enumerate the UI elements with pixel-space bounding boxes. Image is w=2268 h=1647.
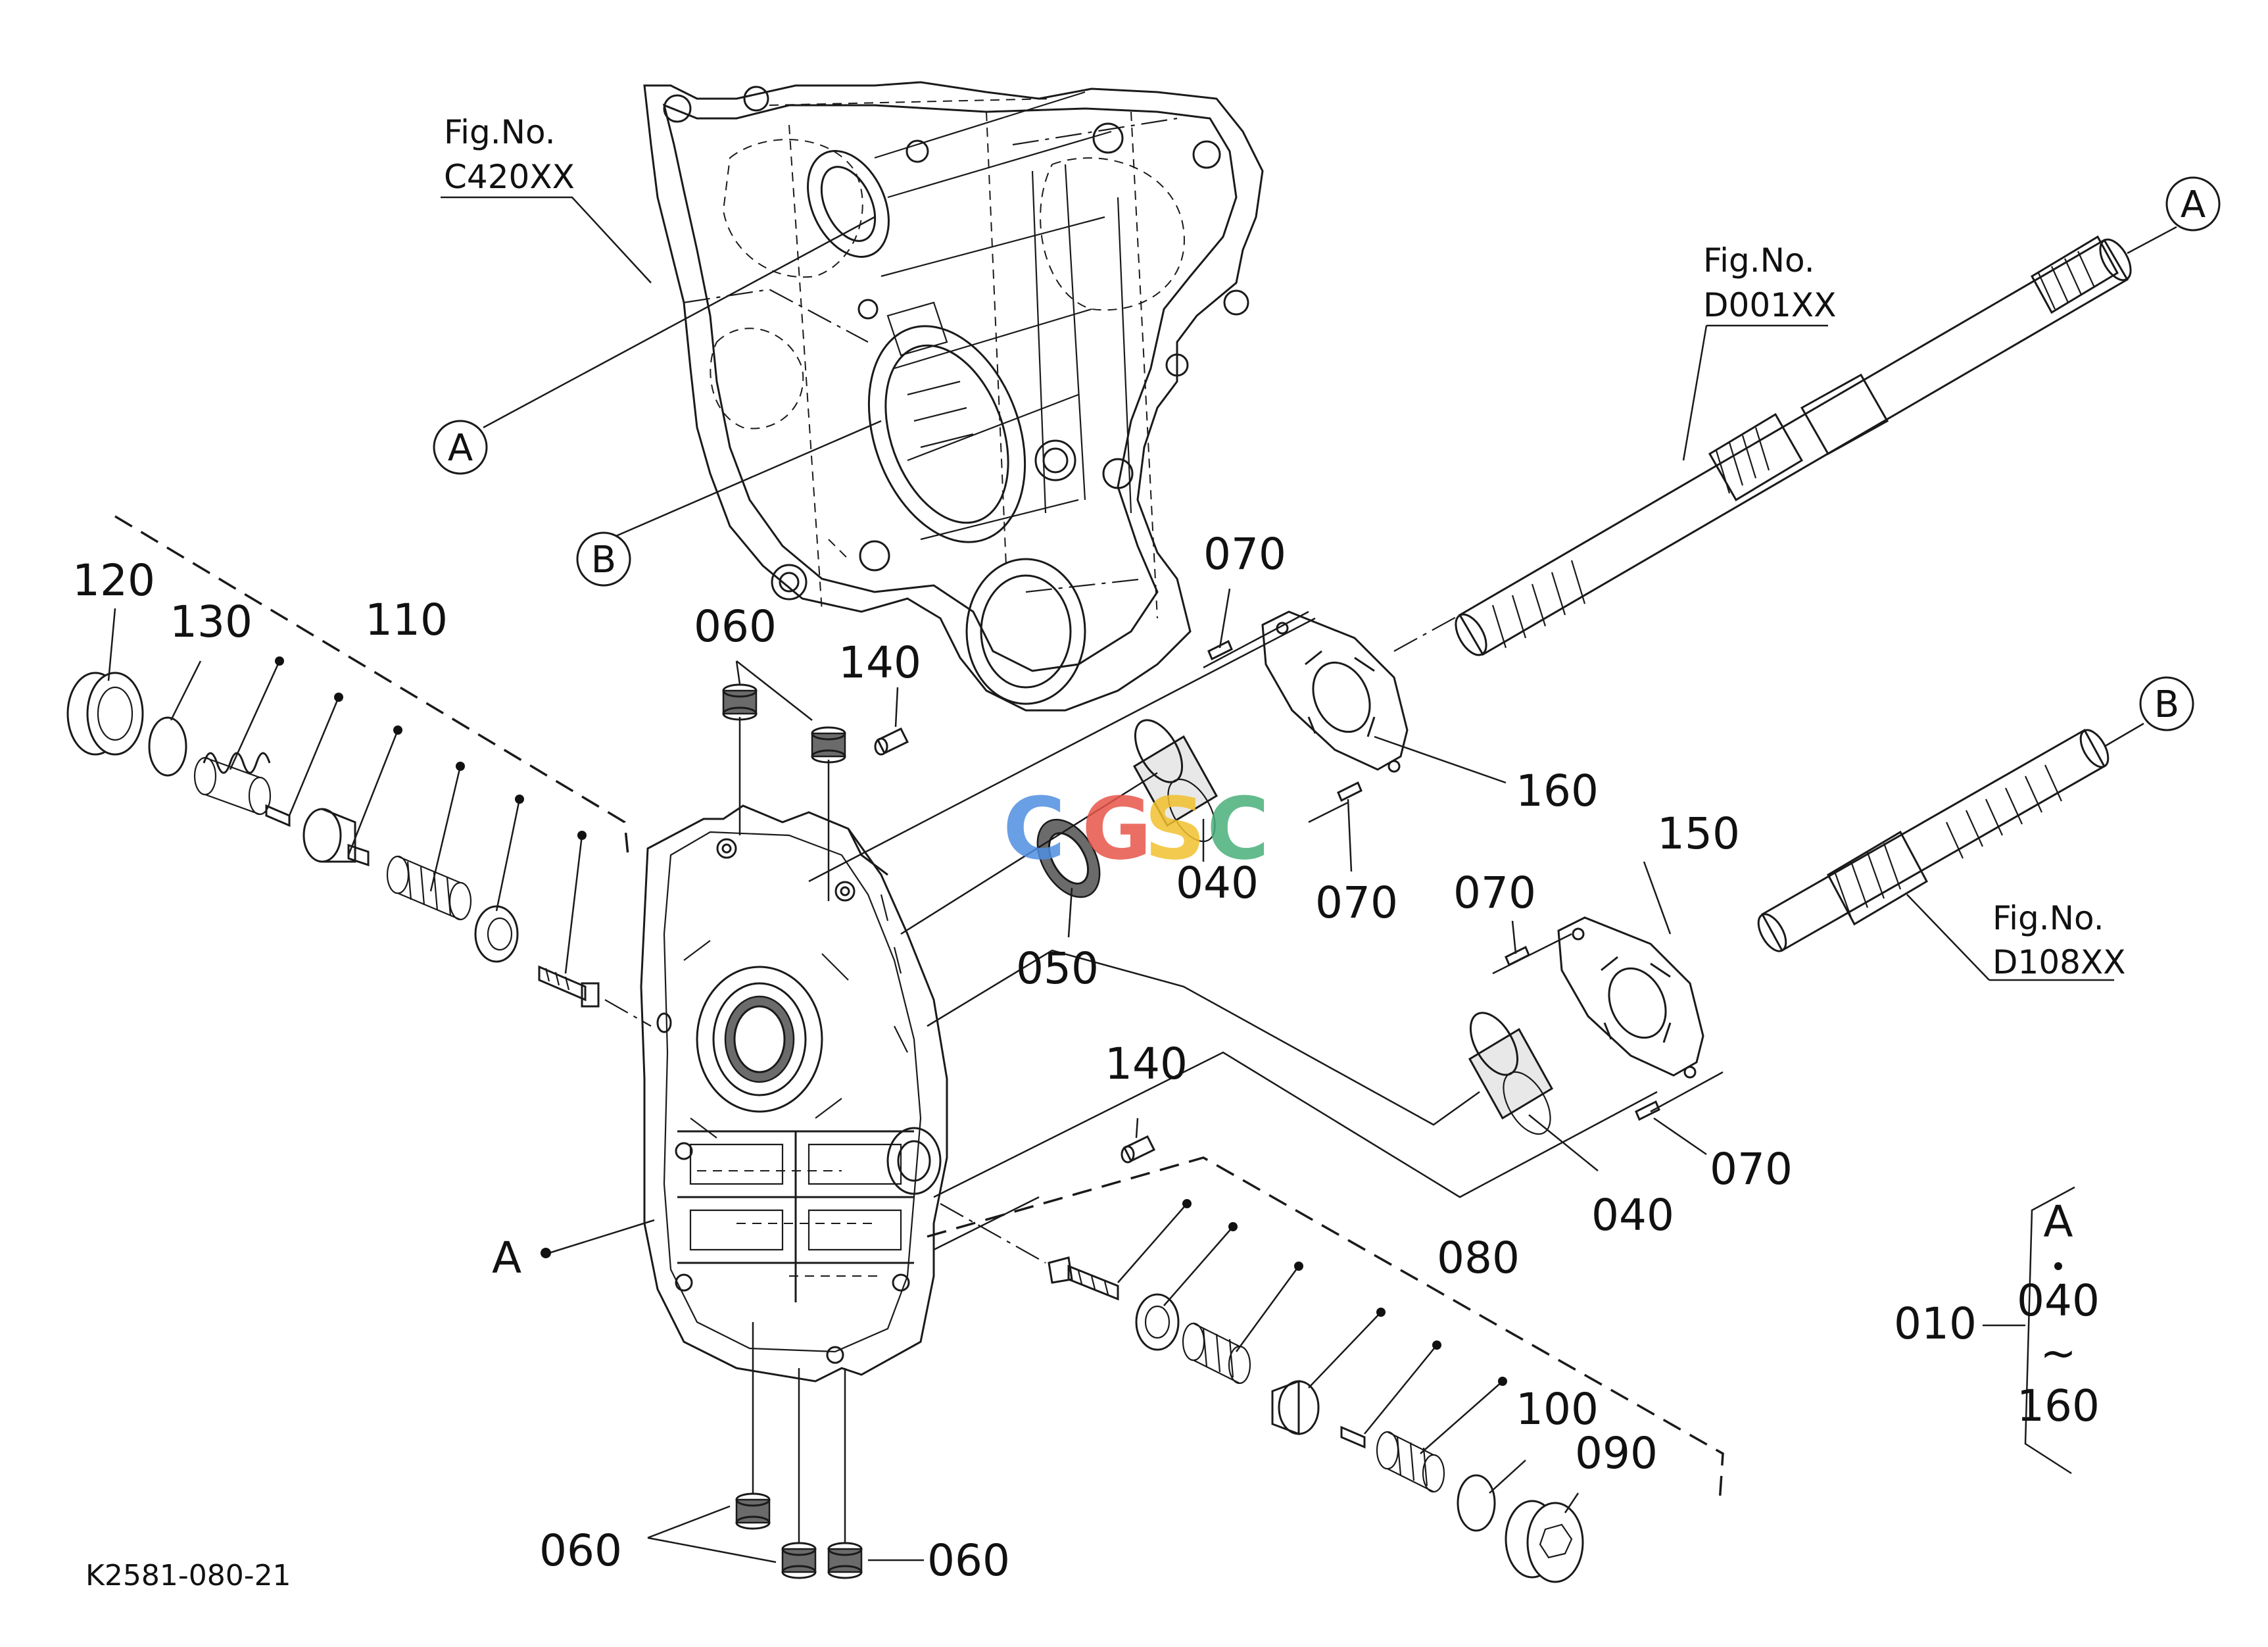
marker-b-case-label: B — [591, 539, 616, 581]
plug-060-bottom-b — [781, 1542, 817, 1579]
callout-110: 110 — [365, 595, 448, 645]
plug-060-bottom-c — [827, 1542, 863, 1579]
plug-060-bottom-a — [735, 1492, 771, 1530]
marker-a-top-label: A — [2181, 184, 2206, 226]
shaft-a-drawing — [1393, 226, 2177, 656]
callout-point-a: A — [492, 1233, 521, 1283]
bracket-top-label: A — [2043, 1196, 2073, 1247]
relief-valve-upper-drawing — [66, 515, 652, 1027]
bearing-040-top-drawing — [1132, 719, 1218, 843]
marker-b-shaft-label: B — [2154, 683, 2179, 726]
bracket-middle-label: 040 — [2017, 1275, 2100, 1326]
callout-140-top: 140 — [838, 637, 921, 688]
figure-code: K2581-080-21 — [85, 1559, 291, 1592]
bracket-bottom-label: 160 — [2017, 1381, 2100, 1431]
gasket-160-drawing — [1261, 610, 1409, 773]
circle-marker-b-shaft: B — [2139, 676, 2194, 731]
assembly-range-bracket: A 040 ~ 160 — [2017, 1196, 2100, 1431]
leader-dots — [275, 656, 2062, 1386]
valve-body-drawing — [640, 804, 948, 1383]
callout-070-mid: 070 — [1315, 877, 1398, 928]
part-callouts: 120 130 110 060 140 070 160 040 070 050 … — [72, 529, 1977, 1586]
watermark-letter-2: G — [1082, 779, 1152, 879]
watermark-letter-1: C — [1003, 779, 1065, 879]
callout-080: 080 — [1437, 1233, 1520, 1283]
transmission-case-drawing — [643, 81, 1264, 712]
gasket-150-drawing — [1557, 916, 1704, 1079]
callout-060-top: 060 — [694, 601, 777, 652]
callout-040-bottom: 040 — [1591, 1190, 1674, 1241]
circle-marker-a-case: A — [433, 420, 488, 475]
plug-060-top-right — [811, 726, 846, 764]
circle-marker-b-case: B — [576, 531, 631, 587]
fig-ref-d108-line1: Fig.No. — [1992, 899, 2104, 937]
callout-150: 150 — [1657, 808, 1740, 859]
callout-140-bottom: 140 — [1105, 1039, 1188, 1089]
pins-070 — [1207, 639, 1660, 1121]
pin-140-top — [874, 727, 909, 756]
callout-120: 120 — [72, 555, 155, 606]
pin-140-bottom — [1121, 1135, 1156, 1164]
marker-a-case-label: A — [448, 427, 473, 470]
bracket-range-symbol: ~ — [2040, 1328, 2076, 1379]
fig-ref-c420-line1: Fig.No. — [444, 113, 556, 151]
relief-valve-lower-drawing — [927, 1156, 1724, 1583]
leader-lines — [107, 196, 2114, 1563]
callout-070-top: 070 — [1203, 529, 1286, 579]
bearing-040-bottom-drawing — [1468, 1012, 1554, 1135]
callout-090: 090 — [1575, 1428, 1658, 1479]
callout-070-right: 070 — [1453, 868, 1536, 918]
fig-ref-d001-line1: Fig.No. — [1703, 241, 1815, 280]
plug-060-top-left — [722, 683, 758, 721]
callout-070-bottom: 070 — [1710, 1144, 1793, 1194]
watermark-letter-3: S — [1144, 779, 1206, 879]
fig-ref-d108-line2: D108XX — [1992, 943, 2125, 981]
watermark-letter-4: C — [1207, 779, 1269, 879]
fig-ref-c420: Fig.No. C420XX — [444, 113, 575, 196]
callout-060-bottom-right: 060 — [927, 1535, 1010, 1586]
callout-130: 130 — [170, 597, 253, 647]
callout-010: 010 — [1894, 1298, 1977, 1349]
callout-040-top: 040 — [1176, 858, 1259, 908]
fig-ref-d001: Fig.No. D001XX — [1703, 241, 1836, 324]
fig-ref-c420-line2: C420XX — [444, 158, 575, 196]
callout-160: 160 — [1516, 766, 1599, 816]
shaft-b-drawing — [1757, 722, 2144, 952]
callout-050: 050 — [1016, 943, 1099, 994]
callout-100: 100 — [1516, 1384, 1599, 1435]
callout-060-bottom-left: 060 — [539, 1525, 622, 1576]
fig-ref-d108: Fig.No. D108XX — [1992, 899, 2125, 981]
watermark-logo: C G S C — [1003, 779, 1269, 879]
fig-ref-d001-line2: D001XX — [1703, 286, 1836, 324]
circle-marker-a-top: A — [2165, 176, 2221, 232]
